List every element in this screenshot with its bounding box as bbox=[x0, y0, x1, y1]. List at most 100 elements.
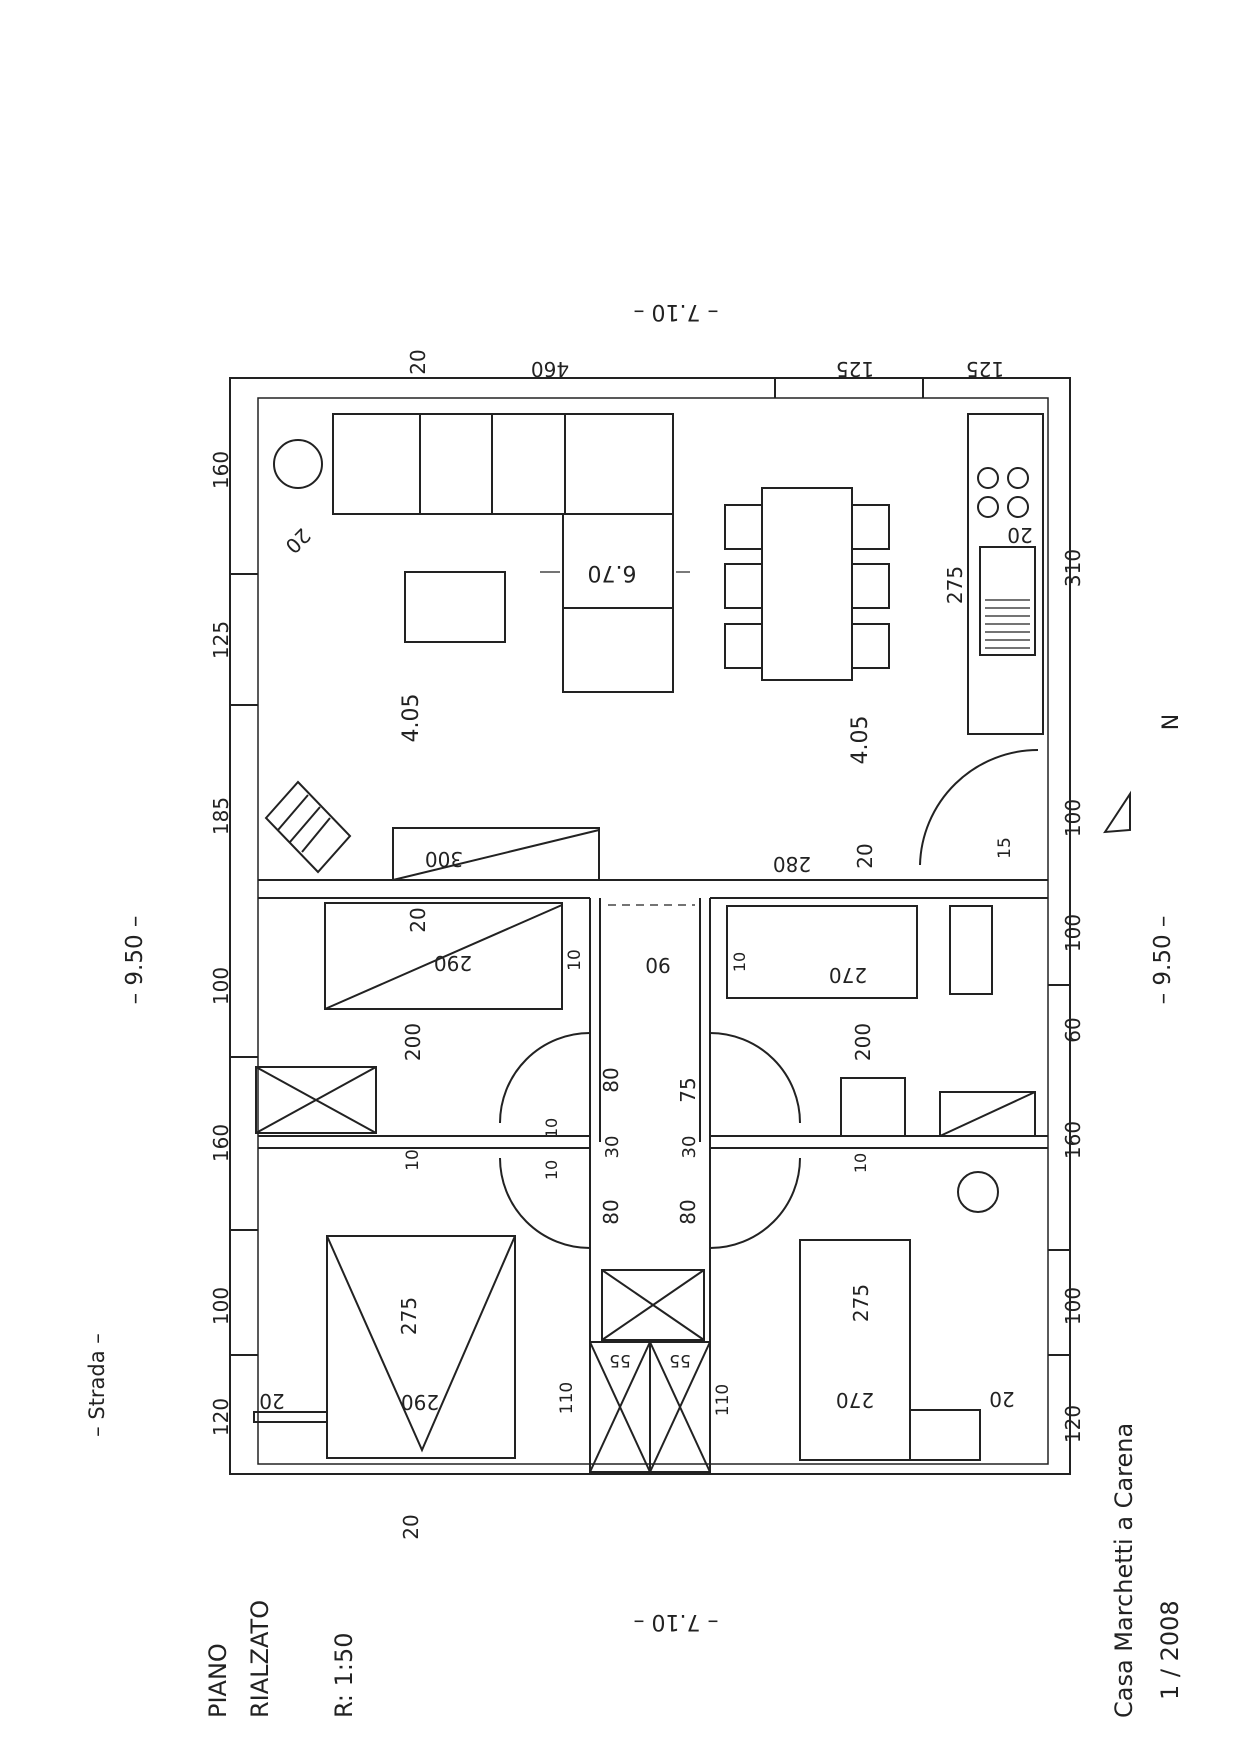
svg-text:20: 20 bbox=[406, 349, 430, 374]
bottom-wall-dim: 20 bbox=[399, 1514, 423, 1539]
stair-symbol bbox=[264, 780, 352, 874]
bath-door-swing bbox=[709, 1032, 801, 1124]
svg-text:100: 100 bbox=[1061, 799, 1085, 837]
svg-text:275: 275 bbox=[849, 1284, 873, 1322]
svg-text:270: 270 bbox=[829, 963, 867, 987]
room1-bed bbox=[255, 1066, 377, 1134]
bath-shower bbox=[840, 1077, 906, 1137]
svg-text:120: 120 bbox=[1061, 1405, 1085, 1443]
room1-door-swing bbox=[499, 1032, 591, 1124]
north-label: N bbox=[1159, 714, 1184, 730]
overall-width-bottom: – 7.10 – bbox=[634, 1609, 719, 1634]
outer-wall-outline bbox=[229, 377, 1071, 1475]
entrance-door-swing bbox=[919, 749, 1039, 866]
project-date: 1 / 2008 bbox=[1156, 1600, 1184, 1700]
overall-width-top: – 7.10 – bbox=[634, 299, 719, 324]
svg-text:4.05: 4.05 bbox=[848, 716, 873, 765]
svg-text:310: 310 bbox=[1061, 549, 1085, 587]
svg-text:280: 280 bbox=[773, 852, 811, 876]
svg-text:125: 125 bbox=[209, 621, 233, 659]
svg-text:270: 270 bbox=[836, 1388, 874, 1412]
svg-text:160: 160 bbox=[209, 451, 233, 489]
svg-text:30: 30 bbox=[602, 1136, 623, 1159]
corridor-cabinet bbox=[601, 1269, 705, 1341]
room1-wardrobe bbox=[324, 902, 563, 1010]
svg-text:10: 10 bbox=[403, 1149, 423, 1171]
svg-text:75: 75 bbox=[676, 1077, 700, 1102]
svg-text:20: 20 bbox=[989, 1387, 1014, 1411]
svg-text:160: 160 bbox=[209, 1124, 233, 1162]
svg-text:4.05: 4.05 bbox=[399, 694, 424, 743]
svg-text:110: 110 bbox=[713, 1384, 733, 1416]
svg-text:200: 200 bbox=[401, 1023, 425, 1061]
bath-vanity bbox=[949, 905, 993, 995]
svg-text:55: 55 bbox=[669, 1350, 691, 1370]
top-wall-dims: 20 460 125 125 bbox=[406, 349, 1004, 381]
svg-text:80: 80 bbox=[599, 1199, 623, 1224]
closet-right bbox=[649, 1341, 711, 1473]
bed2-bed bbox=[799, 1239, 911, 1461]
sideboard bbox=[392, 827, 600, 881]
svg-text:290: 290 bbox=[434, 951, 472, 975]
svg-text:10: 10 bbox=[730, 952, 749, 972]
svg-text:275: 275 bbox=[397, 1297, 421, 1335]
svg-text:90: 90 bbox=[645, 953, 670, 977]
project-name: Casa Marchetti a Carena bbox=[1110, 1423, 1138, 1718]
svg-text:120: 120 bbox=[209, 1398, 233, 1436]
bath-toilet bbox=[939, 1091, 1036, 1137]
road-label: – Strada – bbox=[85, 1333, 109, 1437]
svg-text:300: 300 bbox=[425, 847, 463, 871]
dining-table bbox=[761, 487, 853, 681]
svg-text:10: 10 bbox=[851, 1153, 870, 1173]
svg-text:275: 275 bbox=[943, 566, 967, 604]
svg-text:80: 80 bbox=[676, 1199, 700, 1224]
svg-text:100: 100 bbox=[209, 967, 233, 1005]
bed2-door-swing bbox=[709, 1157, 801, 1249]
coffee-table bbox=[404, 571, 506, 643]
left-wall-dims: 160 125 185 100 160 100 120 bbox=[209, 451, 233, 1436]
svg-text:460: 460 bbox=[531, 357, 569, 381]
svg-text:100: 100 bbox=[1061, 1287, 1085, 1325]
svg-text:20: 20 bbox=[280, 523, 315, 558]
svg-text:6.70: 6.70 bbox=[588, 560, 637, 585]
svg-text:125: 125 bbox=[966, 357, 1004, 381]
svg-text:20: 20 bbox=[1007, 523, 1032, 547]
svg-text:30: 30 bbox=[679, 1136, 700, 1159]
sofa-side bbox=[562, 513, 674, 693]
svg-text:20: 20 bbox=[406, 907, 430, 932]
svg-text:10: 10 bbox=[542, 1160, 561, 1180]
overall-length-left: – 9.50 – bbox=[122, 916, 148, 1005]
floor-plan bbox=[229, 377, 1131, 1475]
title-block: PIANO RIALZATO R: 1:50 Casa Marchetti a … bbox=[204, 1423, 1184, 1718]
svg-text:10: 10 bbox=[542, 1118, 561, 1138]
svg-text:185: 185 bbox=[209, 797, 233, 835]
svg-text:100: 100 bbox=[1061, 914, 1085, 952]
svg-text:15: 15 bbox=[995, 837, 1015, 859]
svg-text:110: 110 bbox=[557, 1382, 577, 1414]
svg-text:160: 160 bbox=[1061, 1121, 1085, 1159]
room-labels: 4.05 4.05 6.70 20 275 20 300 280 20 15 2… bbox=[259, 523, 1032, 1416]
sofa bbox=[332, 413, 674, 515]
plant-circle bbox=[273, 439, 323, 489]
floor-name-line2: RIALZATO bbox=[246, 1600, 274, 1718]
svg-text:290: 290 bbox=[401, 1390, 439, 1414]
svg-text:55: 55 bbox=[609, 1350, 631, 1370]
svg-text:10: 10 bbox=[565, 949, 585, 971]
bathtub bbox=[726, 905, 918, 999]
svg-text:20: 20 bbox=[853, 843, 877, 868]
kitchen-sink bbox=[979, 546, 1036, 656]
svg-text:80: 80 bbox=[599, 1067, 623, 1092]
svg-text:125: 125 bbox=[836, 357, 874, 381]
floor-name-line1: PIANO bbox=[204, 1643, 232, 1718]
svg-text:200: 200 bbox=[851, 1023, 875, 1061]
north-arrow bbox=[1103, 790, 1131, 834]
svg-text:100: 100 bbox=[209, 1287, 233, 1325]
svg-text:60: 60 bbox=[1061, 1017, 1085, 1042]
bed1-door-swing bbox=[499, 1157, 591, 1249]
kitchen-counter bbox=[967, 413, 1044, 735]
window-ticks bbox=[230, 378, 1070, 1356]
right-wall-dims: 310 100 100 60 160 100 120 bbox=[1061, 549, 1085, 1443]
overall-length-right: – 9.50 – bbox=[1150, 916, 1176, 1005]
bed2-plant bbox=[957, 1171, 999, 1213]
